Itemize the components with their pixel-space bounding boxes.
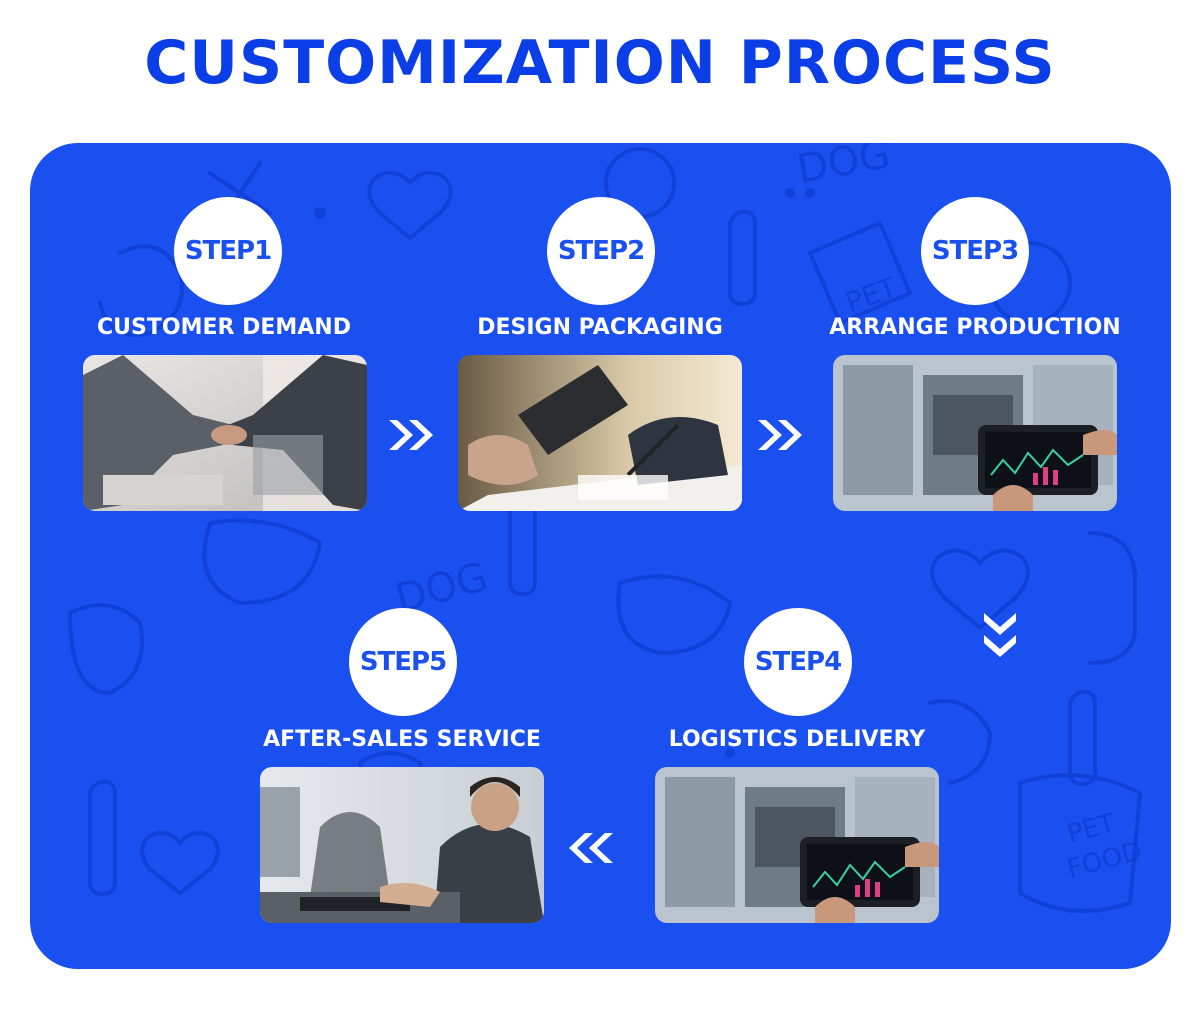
step5-label: AFTER-SALES SERVICE bbox=[263, 727, 541, 752]
right-double-chevron-icon bbox=[758, 420, 802, 450]
step1-badge: STEP1 bbox=[174, 197, 282, 305]
step2-badge: STEP2 bbox=[547, 197, 655, 305]
step4-badge: STEP4 bbox=[744, 608, 852, 716]
step3-label: ARRANGE PRODUCTION bbox=[829, 315, 1121, 340]
step1-photo-business-handshake bbox=[83, 355, 367, 511]
step4-photo-factory-tablet bbox=[655, 767, 939, 923]
step4-label: LOGISTICS DELIVERY bbox=[668, 727, 926, 752]
step5-photo-call-center bbox=[260, 767, 544, 923]
step1-label: CUSTOMER DEMAND bbox=[97, 315, 351, 340]
process-panel: DOG DOG PET PET FOOD STEP1 CUSTOMER DEMA… bbox=[30, 143, 1171, 969]
svg-text:PET: PET bbox=[841, 271, 902, 320]
page-title: CUSTOMIZATION PROCESS bbox=[144, 28, 1056, 98]
svg-text:DOG: DOG bbox=[794, 143, 894, 193]
step3-photo-factory-tablet bbox=[833, 355, 1117, 511]
left-double-chevron-icon bbox=[569, 833, 613, 863]
step3-badge: STEP3 bbox=[921, 197, 1029, 305]
step2-photo-tablet-meeting bbox=[458, 355, 742, 511]
right-double-chevron-icon bbox=[389, 420, 433, 450]
step5-badge: STEP5 bbox=[349, 608, 457, 716]
step2-label: DESIGN PACKAGING bbox=[477, 315, 723, 340]
down-double-chevron-icon bbox=[984, 613, 1016, 657]
